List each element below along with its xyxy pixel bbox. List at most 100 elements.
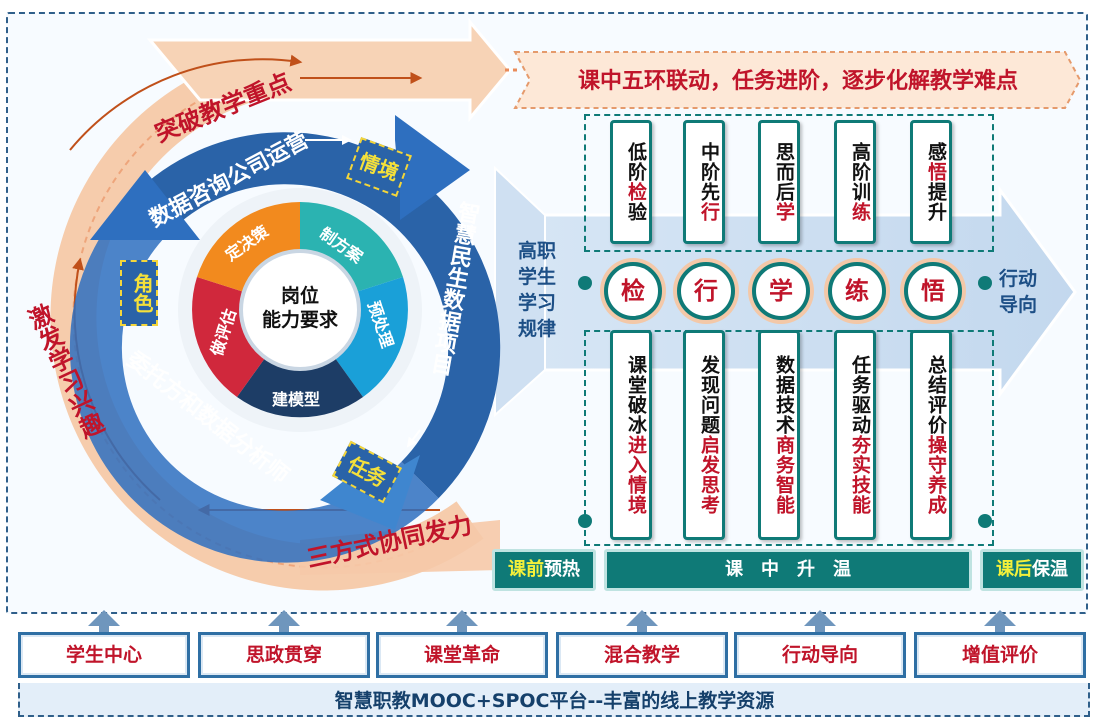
stage-top-char: 先 xyxy=(698,182,720,202)
stage-bottom-char: 操 xyxy=(925,435,947,455)
stage-bottom-char: 评 xyxy=(925,395,947,415)
up-arrow-shaft xyxy=(815,624,825,634)
phase-post-b: 保温 xyxy=(1032,559,1068,580)
stage-region-top xyxy=(584,114,994,252)
center-line-2: 能力要求 xyxy=(261,309,338,331)
stage-bottom-char: 任 xyxy=(849,355,871,375)
stage-top-card: 思而后学 xyxy=(758,120,800,244)
learning-rule-label: 高职学生学习规律 xyxy=(510,238,564,342)
center-donut xyxy=(178,188,422,432)
connector-dot xyxy=(978,514,992,528)
center-line-1: 岗位 xyxy=(280,285,319,307)
tag-role-label: 角色 xyxy=(130,273,154,313)
stage-bottom-char: 发 xyxy=(698,355,720,375)
stage-node: 学 xyxy=(752,262,810,320)
learning-rule-text: 高职学生学习规律 xyxy=(517,240,556,340)
stage-bottom-card: 发现问题启发思考 xyxy=(683,330,725,540)
stage-bottom-char: 思 xyxy=(698,475,720,495)
stage-top-char: 检 xyxy=(625,182,647,202)
stage-bottom-char: 能 xyxy=(773,495,795,515)
stage-bottom-char: 考 xyxy=(698,495,720,515)
up-arrow-shaft xyxy=(99,624,109,634)
stage-top-char: 阶 xyxy=(698,162,720,182)
pillar-box: 思政贯穿 xyxy=(198,632,370,678)
stage-bottom-char: 破 xyxy=(625,395,647,415)
stage-top-char: 中 xyxy=(698,142,720,162)
stage-bottom-char: 境 xyxy=(625,495,647,515)
stage-top-char: 而 xyxy=(773,162,795,182)
stage-bottom-char: 总 xyxy=(925,355,947,375)
stage-node: 悟 xyxy=(904,262,962,320)
pillar-box: 行动导向 xyxy=(734,632,906,678)
stage-top-char: 感 xyxy=(925,142,947,162)
stage-bottom-char: 商 xyxy=(773,435,795,455)
stage-bottom-char: 能 xyxy=(849,495,871,515)
up-arrow-icon xyxy=(88,610,120,626)
stage-node: 行 xyxy=(677,262,735,320)
stage-bottom-char: 技 xyxy=(849,475,871,495)
stage-bottom-char: 现 xyxy=(698,375,720,395)
stage-bottom-char: 数 xyxy=(773,355,795,375)
stage-bottom-char: 据 xyxy=(773,375,795,395)
stage-bottom-char: 进 xyxy=(625,435,647,455)
stage-bottom-char: 务 xyxy=(849,375,871,395)
pillar-box: 增值评价 xyxy=(914,632,1086,678)
action-oriented-label: 行动导向 xyxy=(990,266,1046,318)
stage-bottom-card: 数据技术商务智能 xyxy=(758,330,800,540)
phase-pre-b: 预热 xyxy=(544,559,580,580)
stage-bottom-char: 入 xyxy=(625,455,647,475)
stage-bottom-char: 堂 xyxy=(625,375,647,395)
phase-pre: 课前预热 xyxy=(492,549,596,591)
platform-text: 智慧职教MOOC+SPOC平台--丰富的线上教学资源 xyxy=(334,690,775,712)
stage-bottom-char: 实 xyxy=(849,455,871,475)
stage-bottom-char: 课 xyxy=(625,355,647,375)
pillar-box: 混合教学 xyxy=(556,632,728,678)
up-arrow-shaft xyxy=(637,624,647,634)
stage-bottom-char: 守 xyxy=(925,455,947,475)
stage-bottom-char: 夯 xyxy=(849,435,871,455)
stage-top-char: 升 xyxy=(925,202,947,222)
stage-bottom-char: 术 xyxy=(773,415,795,435)
stage-top-card: 低阶检验 xyxy=(610,120,652,244)
stage-top-char: 提 xyxy=(925,182,947,202)
segment-model: 建模型 xyxy=(272,390,321,409)
stage-top-char: 验 xyxy=(625,202,647,222)
pillar-box: 课堂革命 xyxy=(376,632,548,678)
stage-top-char: 行 xyxy=(698,202,720,222)
up-arrow-icon xyxy=(804,610,836,626)
connector-dot xyxy=(978,276,992,290)
up-arrow-shaft xyxy=(995,624,1005,634)
up-arrow-shaft xyxy=(457,624,467,634)
stage-top-card: 中阶先行 xyxy=(683,120,725,244)
up-arrow-icon xyxy=(984,610,1016,626)
stage-bottom-card: 总结评价操守养成 xyxy=(910,330,952,540)
stage-node: 练 xyxy=(828,262,886,320)
stage-top-char: 思 xyxy=(773,142,795,162)
up-arrow-icon xyxy=(268,610,300,626)
stage-bottom-char: 动 xyxy=(849,415,871,435)
stage-bottom-char: 问 xyxy=(698,395,720,415)
phase-post-a: 课后 xyxy=(996,559,1032,580)
stage-bottom-char: 驱 xyxy=(849,395,871,415)
phase-post: 课后保温 xyxy=(980,549,1084,591)
stage-top-card: 感悟提升 xyxy=(910,120,952,244)
stage-top-char: 学 xyxy=(773,202,795,222)
stage-bottom-char: 发 xyxy=(698,455,720,475)
stage-top-char: 阶 xyxy=(849,162,871,182)
platform-bar xyxy=(18,683,1090,717)
stage-node: 检 xyxy=(604,262,662,320)
stage-bottom-char: 结 xyxy=(925,375,947,395)
stage-bottom-card: 任务驱动夯实技能 xyxy=(834,330,876,540)
stage-top-char: 低 xyxy=(625,142,647,162)
phase-mid: 课 中 升 温 xyxy=(604,549,972,591)
stage-top-char: 训 xyxy=(849,182,871,202)
stage-bottom-char: 养 xyxy=(925,475,947,495)
stage-bottom-char: 冰 xyxy=(625,415,647,435)
up-arrow-shaft xyxy=(279,624,289,634)
phase-pre-a: 课前 xyxy=(508,559,544,580)
action-oriented-text: 行动导向 xyxy=(998,268,1037,316)
goal-text: 课中五环联动，任务进阶，逐步化解教学难点 xyxy=(577,69,1018,94)
stage-bottom-char: 务 xyxy=(773,455,795,475)
stage-bottom-char: 智 xyxy=(773,475,795,495)
connector-dot xyxy=(578,514,592,528)
